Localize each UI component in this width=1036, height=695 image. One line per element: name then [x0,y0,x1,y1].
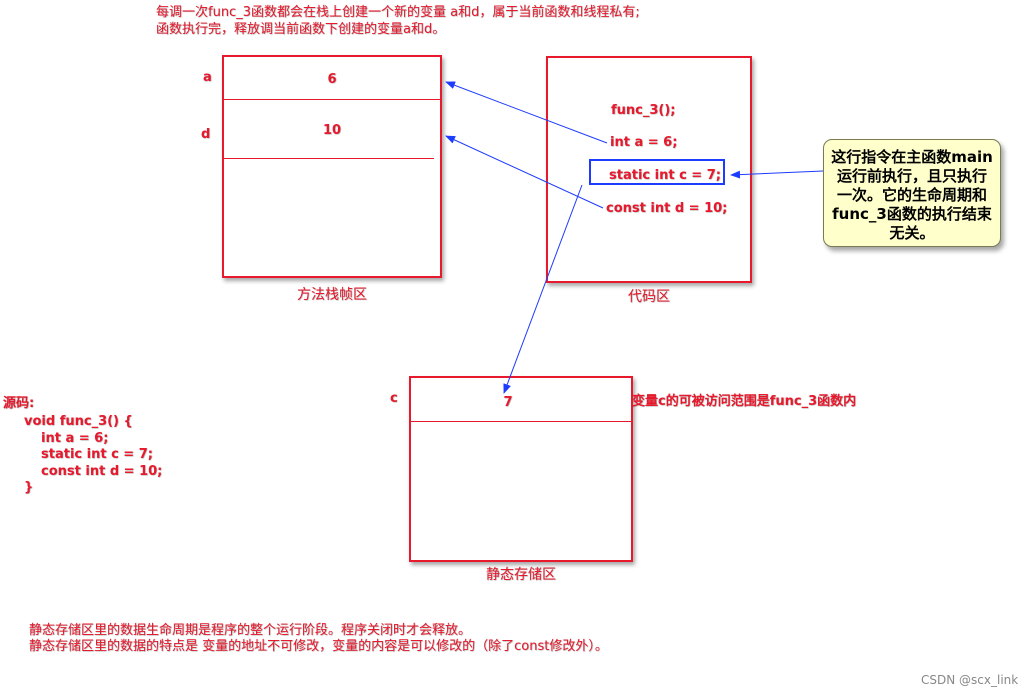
var-a-value: 6 [327,72,337,87]
static-area-caption: 静态存储区 [486,567,556,583]
source-line: const int d = 10; [41,464,163,479]
code-area-box [546,56,752,283]
arrow-callout-to-static-line [730,170,824,179]
arrow-static-line-to-static-area [503,184,583,394]
watermark: CSDN @scx_link [921,673,1019,687]
var-c-value: 7 [503,395,513,410]
static-line-highlight [589,159,725,185]
top-note-line2: 函数执行完，释放调当前函数下创建的变量a和d。 [156,22,446,37]
bottom-note-line2: 静态存储区里的数据的特点是 变量的地址不可修改，变量的内容是可以修改的（除了co… [29,639,608,654]
source-line: } [24,480,34,495]
source-line: void func_3() { [24,414,133,429]
var-a-label: a [203,70,212,85]
var-d-value: 10 [322,123,342,138]
stack-frame-divider-1 [224,99,440,100]
code-line-int-a: int a = 6; [610,135,678,150]
var-d-label: d [201,127,211,142]
source-line: static int c = 7; [41,447,153,462]
code-line-call: func_3(); [611,103,676,118]
stack-frame-caption: 方法栈帧区 [297,287,367,303]
scope-note: 变量c的可被访问范围是func_3函数内 [632,394,857,409]
arrow-const-d-to-stack [445,135,604,209]
code-area-caption: 代码区 [628,289,670,305]
stack-frame-box [222,55,442,278]
callout-note: 这行指令在主函数main运行前执行，且只执行一次。它的生命周期和func_3函数… [823,139,1001,247]
top-note-line1: 每调一次func_3函数都会在栈上创建一个新的变量 a和d，属于当前函数和线程私… [156,5,640,20]
code-line-static-c: static int c = 7; [609,168,721,183]
source-line: int a = 6; [41,431,109,446]
bottom-note-line1: 静态存储区里的数据生命周期是程序的整个运行阶段。程序关闭时才会释放。 [29,623,472,638]
source-title: 源码: [3,396,35,411]
static-area-divider [411,421,631,422]
var-c-label: c [390,391,398,406]
arrow-int-a-to-stack [445,81,608,144]
stack-frame-divider-2 [224,158,434,159]
code-line-const-d: const int d = 10; [606,201,728,216]
static-area-box [409,376,633,562]
